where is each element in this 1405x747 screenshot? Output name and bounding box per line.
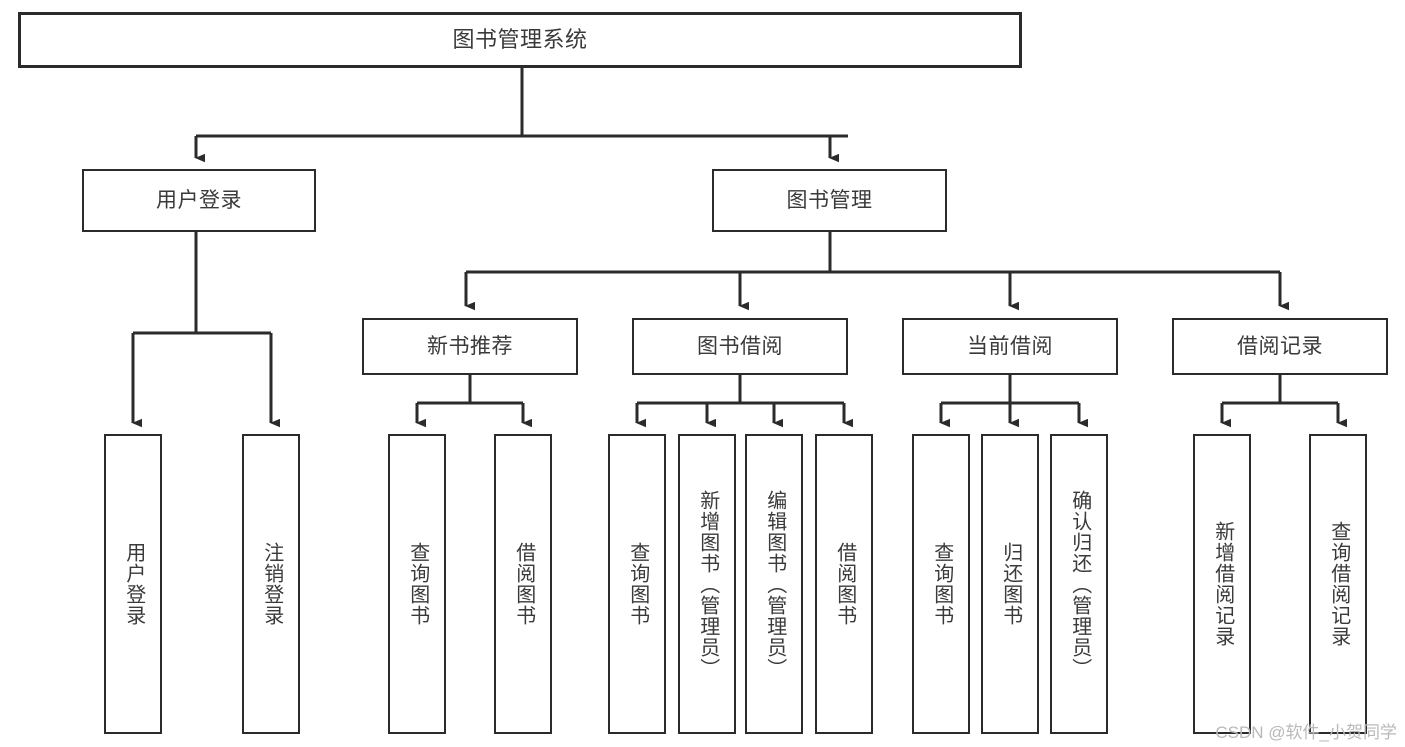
edges-bookmanage-to-level3 [464,232,1289,311]
node-label: 图书借阅 [697,334,783,358]
edges-borrowrecord-to-leaves [1220,375,1347,428]
node-label: 确认归还（管理员） [1068,489,1091,679]
node-label: 借阅图书 [833,542,856,626]
node-label: 归还图书 [999,542,1022,626]
node-label: 查询借阅记录 [1327,521,1350,647]
node-leaf-confirm-return[interactable]: 确认归还（管理员） [1050,434,1108,734]
edges-currentborrow-to-leaves [939,375,1088,428]
node-label: 新增图书（管理员） [696,489,719,679]
node-leaf-borrow-book-newbook[interactable]: 借阅图书 [494,434,552,734]
node-leaf-query-book-newbook[interactable]: 查询图书 [388,434,446,734]
node-leaf-add-borrow-record[interactable]: 新增借阅记录 [1193,434,1251,734]
node-label: 编辑图书（管理员） [763,489,786,679]
node-label: 查询图书 [406,542,429,626]
node-leaf-query-book-current[interactable]: 查询图书 [912,434,970,734]
node-leaf-return-book[interactable]: 归还图书 [981,434,1039,734]
node-label: 查询图书 [930,542,953,626]
node-label: 借阅记录 [1237,334,1323,358]
node-leaf-logout[interactable]: 注销登录 [242,434,300,734]
node-leaf-edit-book[interactable]: 编辑图书（管理员） [745,434,803,734]
node-label: 用户登录 [122,542,145,626]
node-label: 新书推荐 [427,334,513,358]
node-label: 注销登录 [260,542,283,626]
node-leaf-borrow-book[interactable]: 借阅图书 [815,434,873,734]
edges-bookborrow-to-leaves [635,375,853,428]
node-label: 查询图书 [626,542,649,626]
node-user-login[interactable]: 用户登录 [82,169,316,232]
node-label: 图书管理 [786,188,873,212]
node-leaf-query-book-borrow[interactable]: 查询图书 [608,434,666,734]
node-leaf-user-login[interactable]: 用户登录 [104,434,162,734]
edges-userlogin-to-leaves [131,232,280,428]
node-label: 图书管理系统 [452,26,588,52]
node-leaf-query-borrow-record[interactable]: 查询借阅记录 [1309,434,1367,734]
csdn-watermark: CSDN @软件_小贺同学 [1215,723,1397,742]
node-label: 用户登录 [156,188,242,212]
edges-newbook-to-leaves [415,375,532,428]
node-current-borrow[interactable]: 当前借阅 [902,318,1118,375]
node-label: 新增借阅记录 [1211,521,1234,647]
edges-root-to-level2 [194,68,848,163]
node-label: 借阅图书 [512,542,535,626]
node-borrow-record[interactable]: 借阅记录 [1172,318,1388,375]
node-book-management[interactable]: 图书管理 [712,169,947,232]
node-new-book-recommend[interactable]: 新书推荐 [362,318,578,375]
node-label: 当前借阅 [967,334,1053,358]
node-root-book-management-system[interactable]: 图书管理系统 [18,12,1022,68]
node-leaf-add-book[interactable]: 新增图书（管理员） [678,434,736,734]
node-book-borrow[interactable]: 图书借阅 [632,318,848,375]
